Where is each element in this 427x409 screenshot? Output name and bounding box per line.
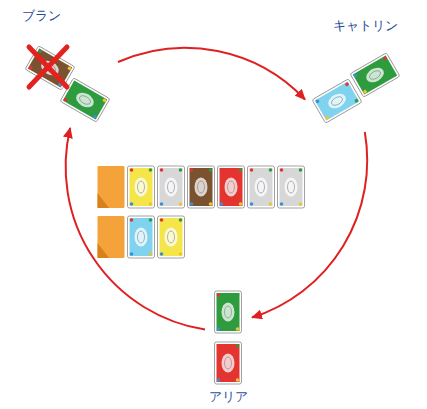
turn-arrow (252, 132, 367, 318)
yellow-card (158, 216, 185, 258)
cross-mark (29, 47, 67, 87)
yellow-card (128, 166, 155, 208)
red-card (218, 166, 245, 208)
grey-card (278, 166, 305, 208)
green-card (215, 291, 242, 333)
grey-card (248, 166, 275, 208)
blue-card (312, 79, 362, 123)
player-area: アリア (205, 286, 252, 407)
turn-arrow (66, 128, 205, 330)
player-area: ブラン (14, 8, 118, 128)
deck-card (98, 166, 125, 208)
grey-card (158, 166, 185, 208)
brown-card (188, 166, 215, 208)
red-card (215, 342, 242, 384)
blue-card (128, 216, 155, 258)
player-name: アリア (209, 389, 248, 405)
player-name: ブラン (22, 8, 61, 24)
turn-arrow (118, 48, 305, 100)
player-name: キャトリン (333, 18, 398, 34)
player-area: キャトリン (305, 16, 420, 132)
deck-card (98, 216, 125, 258)
brown-card (25, 46, 75, 90)
green-card (350, 53, 400, 97)
